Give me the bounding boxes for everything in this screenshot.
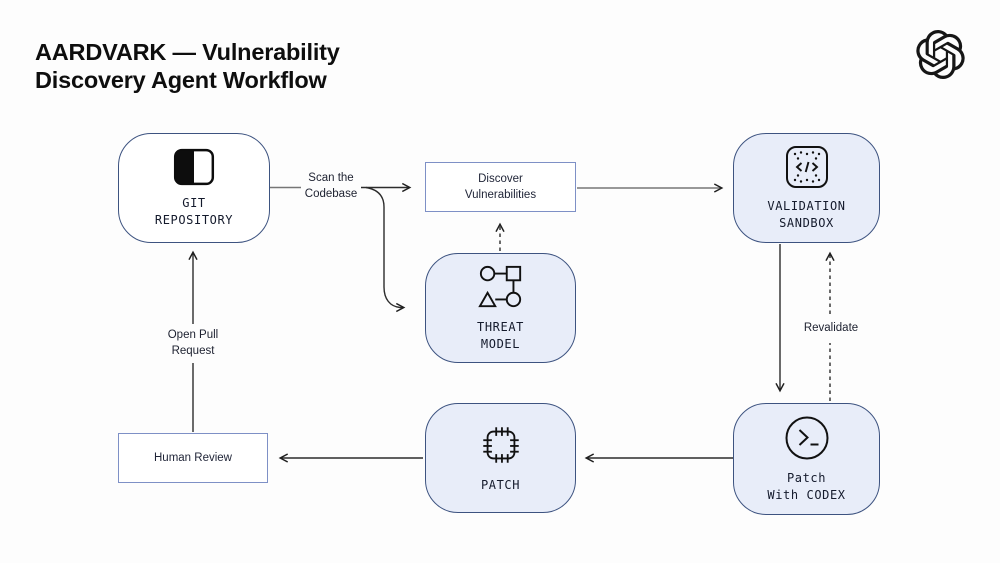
patch-label: PATCH (481, 477, 520, 494)
discover-vulnerabilities-label: Discover Vulnerabilities (465, 171, 536, 203)
label-line: With CODEX (767, 487, 846, 502)
edge-scan-to-threat-model (365, 186, 406, 313)
node-git-repository: GIT REPOSITORY (118, 133, 270, 243)
git-repository-label: GIT REPOSITORY (155, 195, 233, 229)
label-line: VALIDATION (767, 198, 846, 213)
threat-graph-icon (477, 265, 521, 307)
page-title-line1: AARDVARK — Vulnerability (35, 38, 340, 65)
label-line: PATCH (480, 478, 521, 493)
threat-model-label: THREAT MODEL (477, 319, 524, 353)
node-validation-sandbox: VALIDATION SANDBOX (733, 133, 880, 243)
human-review-label: Human Review (154, 450, 232, 466)
openai-logo-icon (916, 30, 965, 79)
git-repository-icon (173, 148, 215, 185)
label-line: REPOSITORY (154, 212, 234, 227)
page-title-line2: Discovery Agent Workflow (35, 67, 327, 94)
node-threat-model: THREAT MODEL (425, 253, 576, 363)
patch-with-codex-label: Patch With CODEX (767, 470, 845, 504)
label-line: Open Pull (167, 329, 219, 341)
label-line: Discover (478, 172, 523, 185)
patch-stitch-icon (482, 427, 519, 463)
validation-sandbox-label: VALIDATION SANDBOX (767, 198, 845, 232)
edge-label-open-pull-request: Open Pull Request (156, 328, 230, 359)
node-human-review: Human Review (118, 433, 268, 483)
edge-label-scan-the-codebase: Scan the Codebase (296, 171, 366, 202)
code-sandbox-icon (785, 145, 828, 188)
node-discover-vulnerabilities: Discover Vulnerabilities (425, 162, 576, 212)
node-patch-with-codex: Patch With CODEX (733, 403, 880, 515)
terminal-icon (785, 416, 828, 460)
label-line: SANDBOX (779, 215, 834, 230)
edge-label-revalidate: Revalidate (793, 321, 869, 337)
label-line: Request (171, 344, 215, 357)
label-line: Revalidate (803, 322, 859, 334)
label-line: Codebase (304, 187, 358, 200)
label-line: Vulnerabilities (464, 189, 537, 201)
label-line: GIT (182, 195, 206, 210)
label-line: MODEL (480, 336, 521, 351)
node-patch: PATCH (425, 403, 576, 513)
page-title: AARDVARK — Vulnerability Discovery Agent… (35, 38, 455, 95)
label-line: Patch (786, 470, 827, 485)
label-line: Scan the (308, 172, 354, 184)
label-line: Human Review (154, 451, 232, 464)
label-line: THREAT (477, 319, 524, 334)
